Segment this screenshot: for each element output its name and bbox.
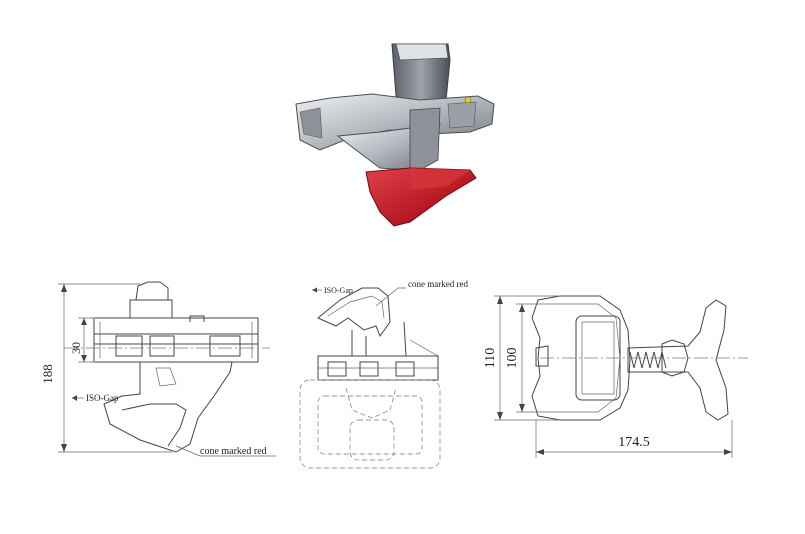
side-iso-gap-label: ISO-Gap bbox=[86, 393, 119, 403]
front-cone-label: cone marked red bbox=[408, 279, 468, 289]
top-inner-dimension: 100 bbox=[505, 348, 520, 369]
front-iso-gap-label: ISO-Gap bbox=[324, 286, 353, 295]
front-view-drawing bbox=[299, 287, 441, 469]
top-length-dimension: 174.5 bbox=[618, 435, 650, 450]
top-outer-dimension: 110 bbox=[483, 348, 498, 368]
twistlock-3d-render bbox=[295, 43, 495, 227]
flange-height-dimension: 30 bbox=[69, 342, 83, 354]
side-cone-label: cone marked red bbox=[200, 446, 267, 457]
side-view-drawing bbox=[58, 281, 276, 457]
overall-height-dimension: 188 bbox=[40, 364, 55, 384]
top-view-drawing bbox=[494, 295, 748, 458]
